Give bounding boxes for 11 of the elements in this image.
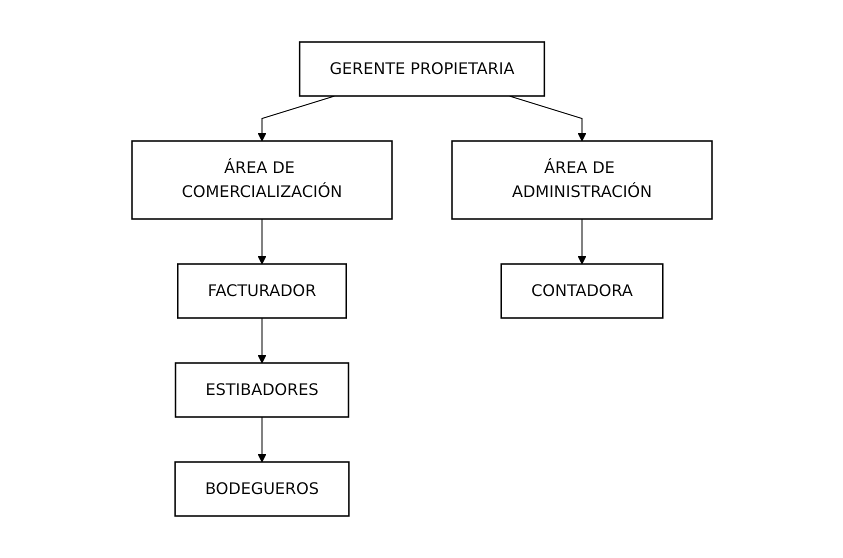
node-box: BODEGUEROS: [174, 461, 350, 517]
node-box: GERENTE PROPIETARIA: [298, 41, 545, 97]
arrow: [257, 318, 266, 364]
arrow: [577, 218, 586, 264]
arrow: [257, 416, 266, 462]
arrow: [257, 218, 266, 264]
node-box: CONTADORA: [500, 263, 664, 319]
node-box: FACTURADOR: [176, 263, 346, 319]
node-box: ÁREA DE COMERCIALIZACIÓN: [130, 140, 392, 220]
node-box: ÁREA DE ADMINISTRACIÓN: [450, 140, 712, 220]
node-box: ESTIBADORES: [174, 362, 349, 418]
